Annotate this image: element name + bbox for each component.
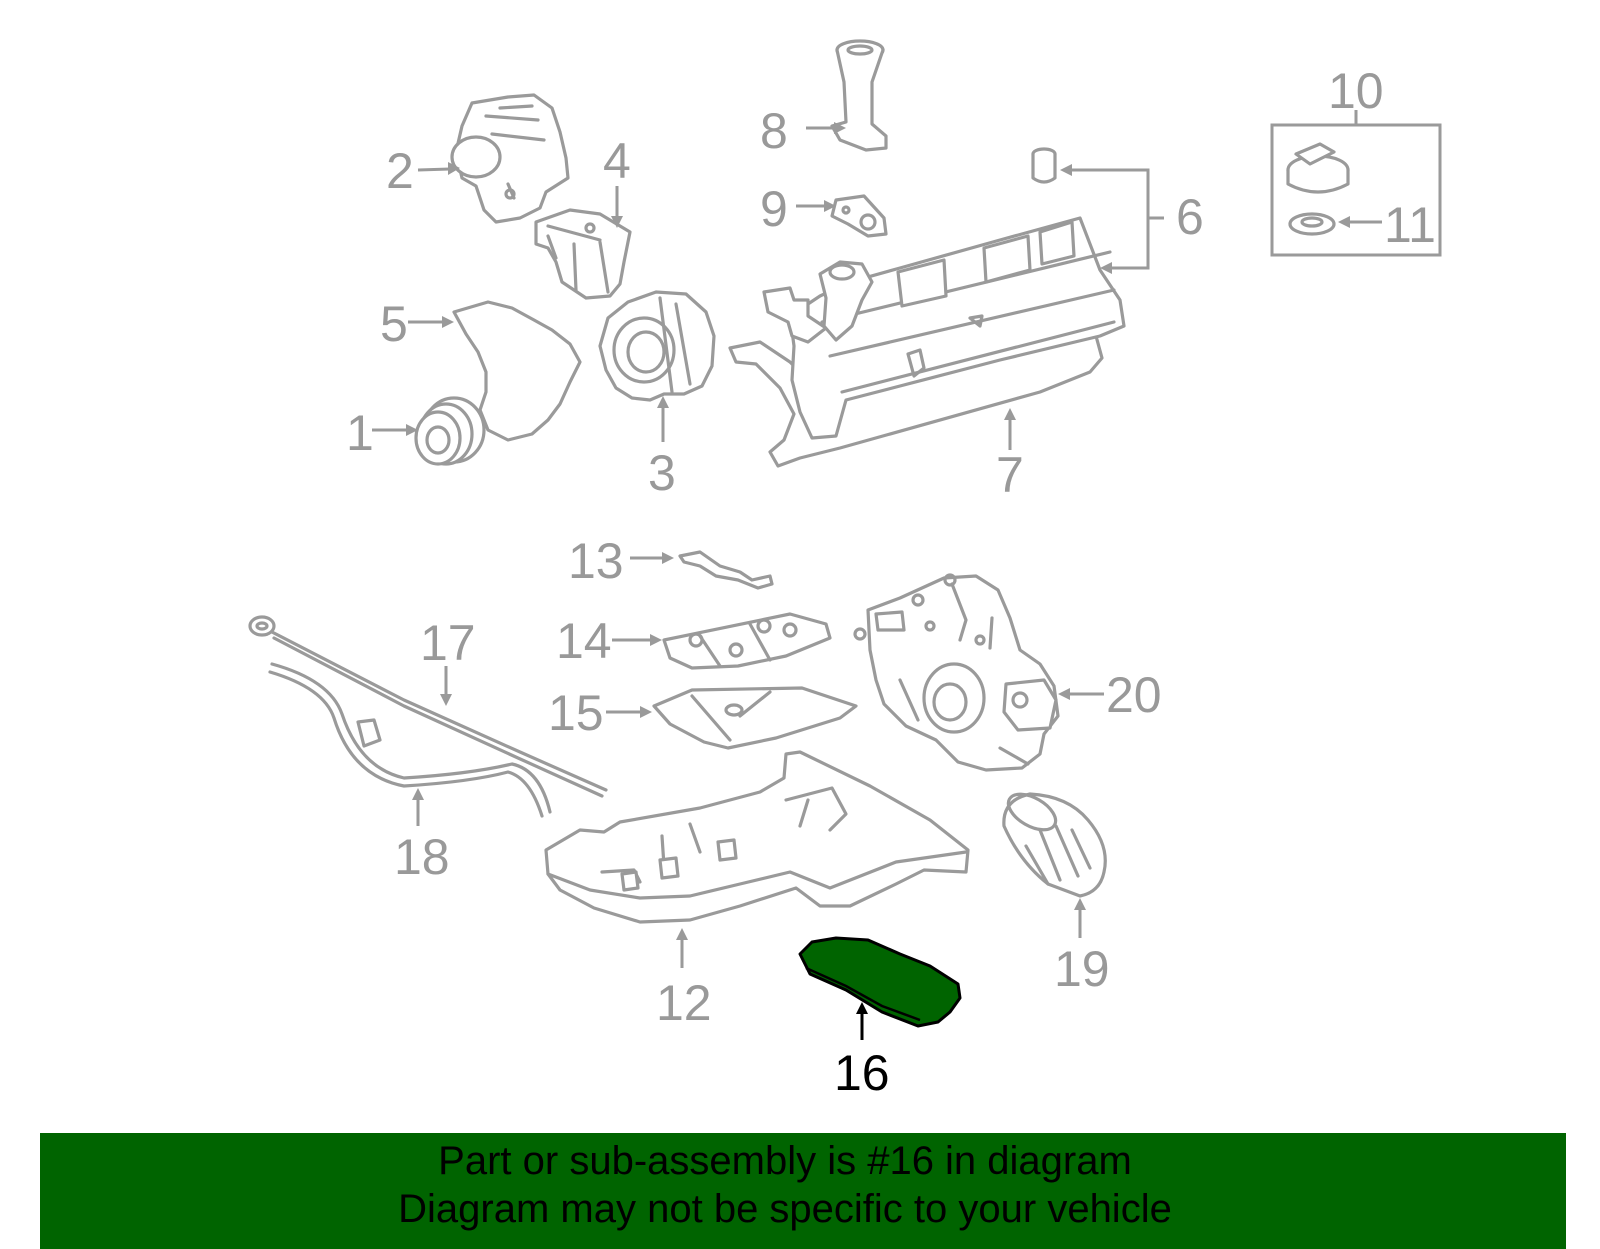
callout-2: 2 [386, 143, 414, 199]
part-10-shape[interactable] [1286, 142, 1350, 194]
arrow-6a [1060, 164, 1072, 176]
callout-15: 15 [548, 685, 604, 741]
part-1-shape[interactable] [414, 396, 486, 466]
part-4-shape[interactable] [534, 208, 632, 300]
arrow-2 [448, 162, 460, 175]
part-14-shape[interactable] [662, 612, 832, 670]
arrow-20 [1058, 688, 1070, 700]
callout-14: 14 [556, 613, 612, 669]
arrow-14 [650, 634, 662, 646]
part-5-shape[interactable] [452, 300, 582, 442]
arrow-17 [440, 694, 452, 706]
arrow-1 [406, 424, 418, 436]
arrow-19 [1074, 898, 1086, 910]
arrow-15 [640, 706, 652, 718]
callout-11: 11 [1384, 197, 1436, 253]
callout-18: 18 [394, 829, 450, 885]
arrow-18 [412, 788, 424, 800]
arrow-6b [1100, 262, 1112, 274]
callout-7: 7 [996, 447, 1024, 503]
part-7-shape[interactable] [728, 216, 1126, 468]
arrow-3 [657, 396, 669, 408]
part-20-shape[interactable] [853, 573, 1060, 772]
callout-20: 20 [1106, 667, 1162, 723]
callout-5: 5 [380, 296, 408, 352]
part-9-shape[interactable] [830, 194, 888, 238]
arrow-9 [824, 200, 836, 212]
arrow-7 [1004, 408, 1016, 420]
leader-2 [417, 167, 451, 172]
part-8-shape[interactable] [830, 39, 888, 152]
arrow-11 [1338, 216, 1350, 228]
callout-19: 19 [1054, 941, 1110, 997]
part-16-shape[interactable] [798, 936, 962, 1028]
arrow-13 [662, 552, 674, 564]
callout-8: 8 [760, 103, 788, 159]
part-19-shape[interactable] [1002, 787, 1107, 898]
callout-12: 12 [656, 975, 712, 1031]
part-18-shape[interactable] [268, 662, 552, 818]
callout-10: 10 [1328, 63, 1384, 119]
part-2-shape[interactable] [450, 93, 570, 224]
part-11-shape[interactable] [1288, 212, 1336, 236]
callout-16: 16 [834, 1045, 890, 1101]
callout-13: 13 [568, 533, 624, 589]
callout-6: 6 [1176, 189, 1204, 245]
arrow-16 [856, 1002, 868, 1014]
part-12-shape[interactable] [544, 750, 970, 924]
banner-line-1: Part or sub-assembly is #16 in diagram [438, 1139, 1132, 1183]
callout-4: 4 [603, 133, 631, 189]
callout-1: 1 [346, 405, 374, 461]
callout-3: 3 [648, 445, 676, 501]
part-17-shape[interactable] [248, 615, 608, 798]
arrow-8 [834, 122, 846, 134]
arrow-4 [611, 216, 623, 228]
arrow-5 [442, 316, 454, 328]
part-15-shape[interactable] [652, 686, 858, 750]
part-3-shape[interactable] [598, 290, 716, 402]
info-banner: Part or sub-assembly is #16 in diagram D… [40, 1133, 1566, 1249]
part-13-shape[interactable] [678, 550, 774, 590]
banner-line-2: Diagram may not be specific to your vehi… [398, 1187, 1172, 1231]
arrow-12 [676, 928, 688, 940]
callout-9: 9 [760, 181, 788, 237]
callout-17: 17 [420, 615, 476, 671]
part-6-shape[interactable] [1031, 147, 1057, 184]
